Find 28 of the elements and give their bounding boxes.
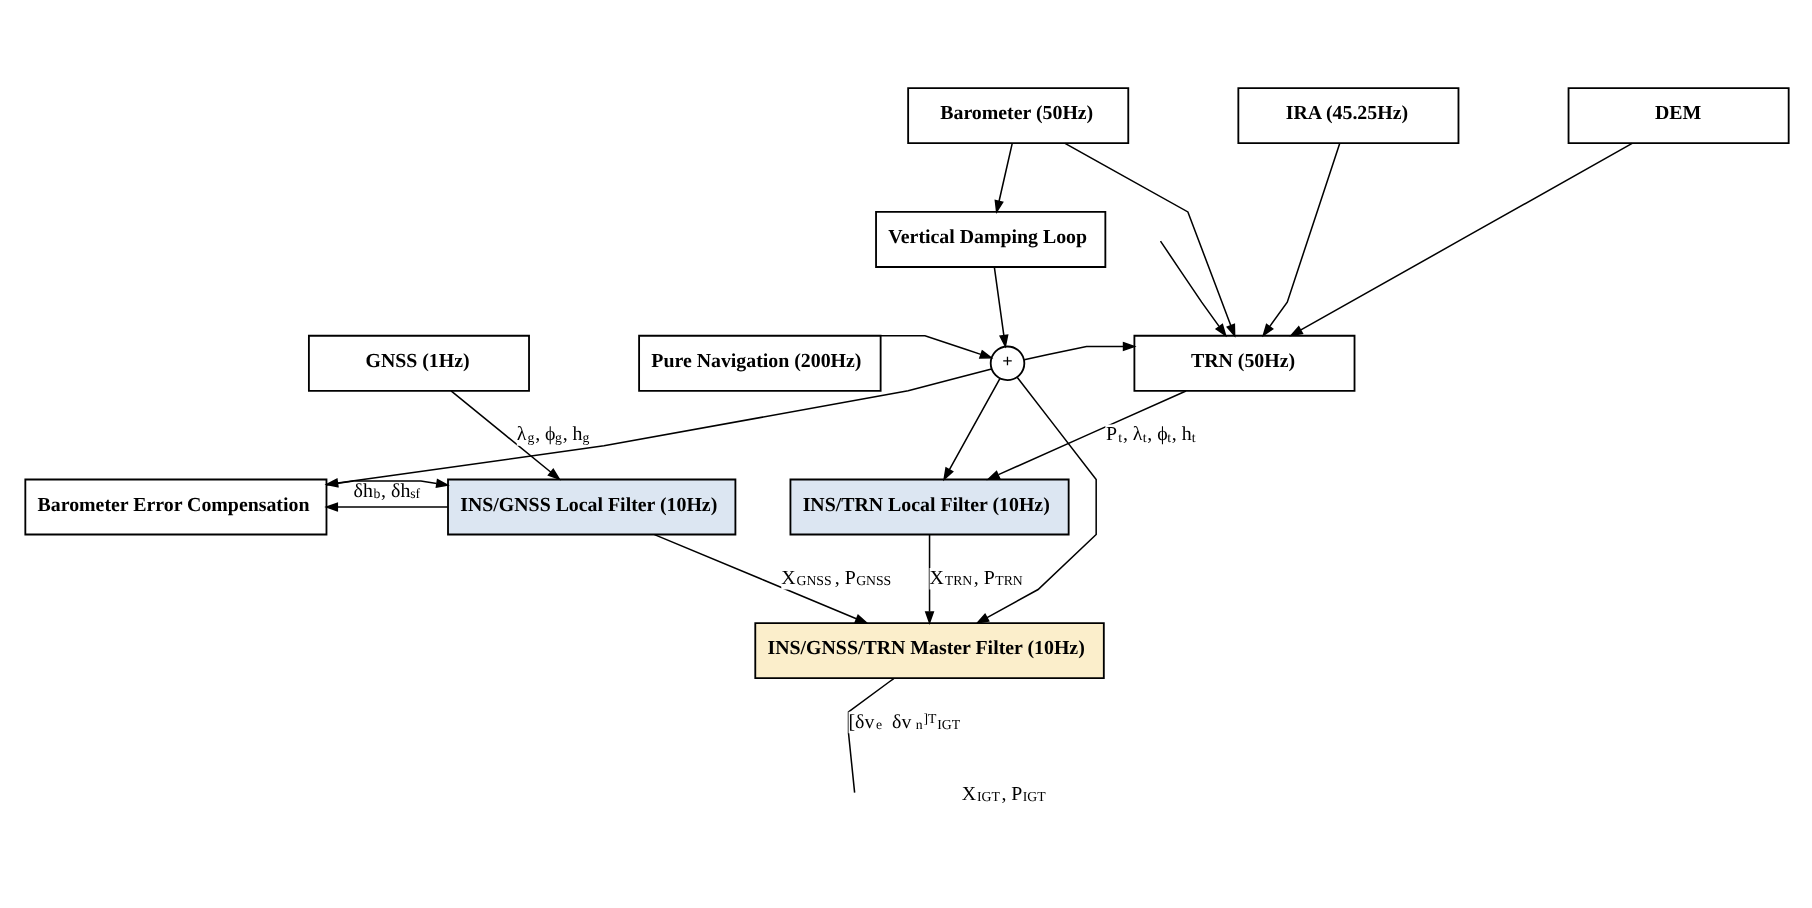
node-box: Barometer Error Compensation: [23, 477, 327, 535]
arrow: [1022, 340, 1136, 360]
node-box: Pure Navigation (200Hz): [637, 333, 881, 391]
arrow: [1261, 141, 1340, 337]
arrow: [1158, 239, 1226, 337]
node-box: INS/GNSS/TRN Master Filter (10Hz): [753, 621, 1104, 679]
node-box: IRA (45.25Hz): [1236, 86, 1459, 144]
node-box: INS/GNSS Local Filter (10Hz): [446, 477, 736, 535]
node-box: GNSS (1Hz): [307, 333, 529, 391]
node-box: Vertical Damping Loop: [874, 210, 1106, 267]
arrow: [652, 532, 868, 623]
arrow: [992, 265, 1008, 348]
connector: [846, 676, 894, 793]
arrow: [1063, 141, 1235, 337]
arrow: [1288, 141, 1632, 336]
arrow: [323, 501, 448, 511]
arrow: [993, 141, 1012, 214]
node-box: Barometer (50Hz): [906, 86, 1129, 144]
arrow: [923, 533, 934, 625]
node-box: INS/TRN Local Filter (10Hz): [788, 477, 1069, 535]
arrow: [974, 375, 1096, 623]
node-circle: +: [988, 344, 1025, 380]
arrow: [985, 389, 1186, 480]
node-box: DEM: [1566, 86, 1789, 144]
node-box: TRN (50Hz): [1132, 333, 1355, 391]
arrow: [879, 334, 993, 358]
arrow: [449, 389, 560, 480]
arrow: [942, 377, 1000, 481]
